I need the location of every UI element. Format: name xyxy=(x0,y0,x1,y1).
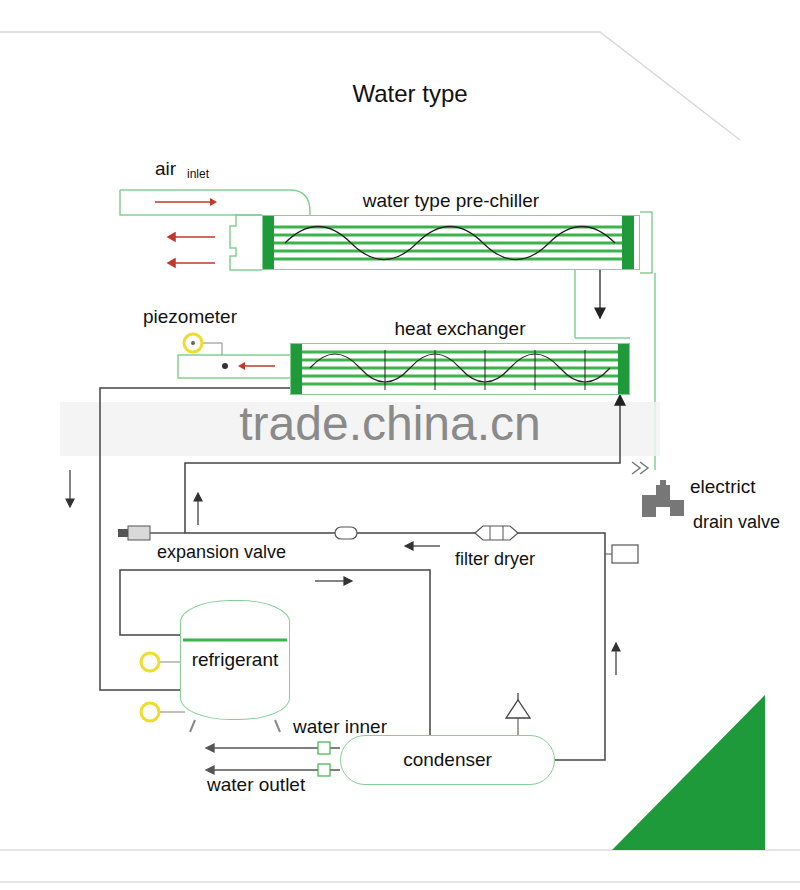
expansion-valve-icon xyxy=(118,526,185,540)
drain-outlet xyxy=(632,462,648,474)
piezometer-gauge xyxy=(184,334,202,352)
gauge-stem xyxy=(159,711,185,712)
piezometer-gauge xyxy=(191,341,195,345)
label-slot: expansion valve xyxy=(157,542,286,564)
water-fitting xyxy=(318,742,330,776)
part-label: filter dryer xyxy=(455,549,535,571)
pressure-switch-icon xyxy=(605,545,638,563)
label-slot: filter dryer xyxy=(455,549,535,571)
label-slot: air xyxy=(155,158,176,181)
part-label: inlet xyxy=(187,167,209,181)
tube-sheet xyxy=(290,343,302,395)
tank-foot xyxy=(275,720,280,732)
frame-line xyxy=(0,881,800,883)
end-cap xyxy=(640,212,652,273)
tube-sheet xyxy=(262,215,274,270)
sensor-dot xyxy=(222,363,228,369)
condenser: condenser xyxy=(340,735,555,785)
part-label: drain valve xyxy=(693,512,780,534)
part-label: air xyxy=(155,158,176,181)
tube-sheet xyxy=(622,215,634,270)
label-slot: trade.china.cn xyxy=(239,398,541,451)
part-label: water outlet xyxy=(207,774,305,797)
baffle-wave xyxy=(285,227,615,260)
node-label: refrigerant xyxy=(192,649,279,672)
outlet-duct xyxy=(178,355,290,378)
tube-sheet xyxy=(618,343,630,395)
node-label: condenser xyxy=(403,749,492,772)
title-slot: Water type xyxy=(0,80,800,109)
node-heading: heat exchanger xyxy=(290,318,630,341)
pipe-connector xyxy=(185,395,620,760)
flow-arrow xyxy=(210,198,217,206)
label-slot: piezometer xyxy=(143,306,237,329)
flow-arrow xyxy=(168,233,215,267)
tube-bank xyxy=(270,227,628,259)
part-label: electrict xyxy=(690,476,755,499)
flow-arrow xyxy=(245,365,275,367)
flow-arrow xyxy=(238,362,245,370)
baffle xyxy=(385,350,585,390)
tank-foot xyxy=(190,720,195,732)
fan-hood-icon xyxy=(506,693,530,735)
pressure-gauge xyxy=(141,653,159,671)
diagram-title: Water type xyxy=(352,80,467,109)
gauge-stem xyxy=(203,342,222,343)
tube-bank xyxy=(298,352,620,384)
air-inlet-pipe xyxy=(120,190,310,215)
pipe-connector xyxy=(599,270,601,318)
gauge-stem xyxy=(159,661,180,662)
flow-arrow xyxy=(66,470,620,675)
label-slot: water outlet xyxy=(207,774,305,797)
filter-dryer-icon xyxy=(475,526,518,540)
label-slot: electrict xyxy=(690,476,755,499)
outlet-duct xyxy=(230,215,262,270)
flow-arrow xyxy=(155,201,210,203)
part-label: piezometer xyxy=(143,306,237,329)
pressure-gauge xyxy=(141,703,159,721)
pre-chiller: water type pre-chiller xyxy=(262,190,640,270)
label-slot: drain valve xyxy=(693,512,780,534)
corner-triangle xyxy=(612,695,765,850)
heat-exchanger: heat exchanger xyxy=(290,318,630,395)
node-body xyxy=(262,215,640,270)
part-label: expansion valve xyxy=(157,542,286,564)
drain-valve-icon xyxy=(642,480,684,517)
node-body xyxy=(290,343,630,395)
pipe-connector xyxy=(120,570,430,735)
label-slot: water inner xyxy=(293,716,387,739)
tank-band xyxy=(183,639,287,642)
part-label: water inner xyxy=(293,716,387,739)
baffle-wave xyxy=(310,354,610,382)
inline-valve-icon xyxy=(335,527,357,539)
label-slot: inlet xyxy=(187,167,209,181)
node-heading: water type pre-chiller xyxy=(262,190,640,213)
watermark: trade.china.cn xyxy=(239,398,541,451)
frame-line xyxy=(0,32,740,140)
refrigerant-tank: refrigerant xyxy=(180,600,290,720)
gauge-stem xyxy=(221,343,222,355)
